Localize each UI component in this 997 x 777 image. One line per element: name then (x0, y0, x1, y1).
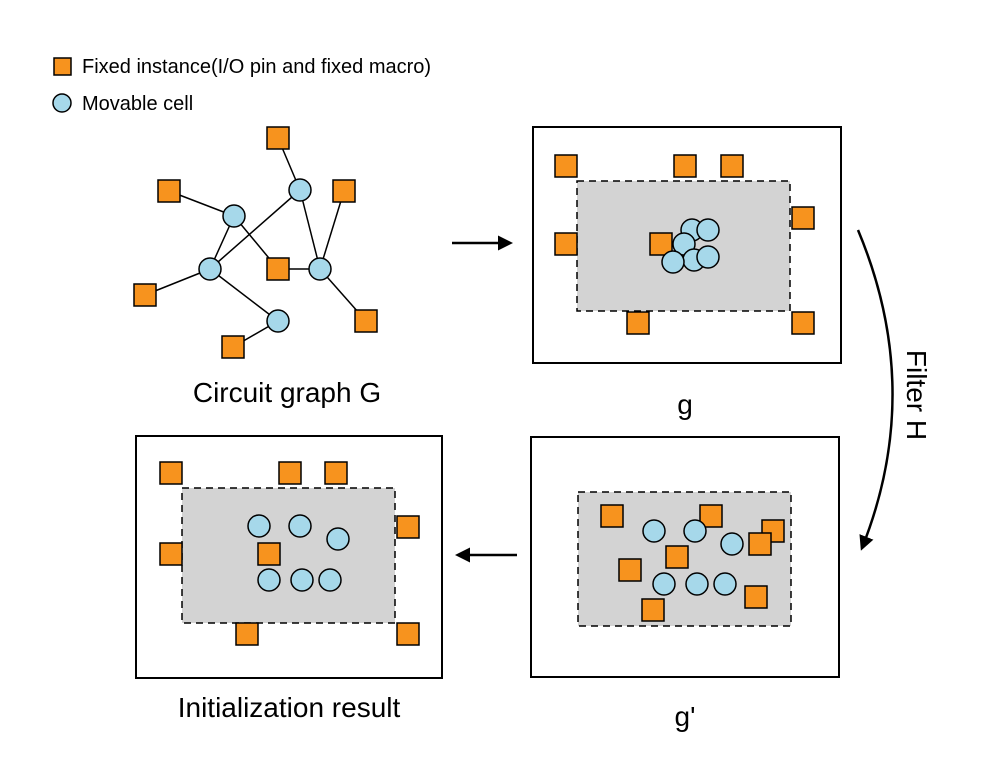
movable-cell (683, 519, 707, 543)
fixed-instance (159, 461, 183, 485)
panel-g-prime: g' (530, 436, 840, 732)
movable-cell (642, 519, 666, 543)
caption-circuit-graph: Circuit graph G (193, 377, 381, 408)
movable-cell (713, 572, 737, 596)
movable-cell (288, 514, 312, 538)
panel-init: Initialization result (135, 435, 443, 723)
fixed-node (133, 283, 157, 307)
movable-node (222, 204, 246, 228)
fixed-instance (600, 504, 624, 528)
fixed-node (266, 257, 290, 281)
panel-g: g (532, 126, 842, 420)
fixed-instance (554, 232, 578, 256)
caption-init: Initialization result (178, 692, 401, 723)
movable-cell (318, 568, 342, 592)
placement-region (181, 487, 396, 624)
fixed-node (157, 179, 181, 203)
filter-arrow (856, 229, 894, 551)
circuit-graph: Circuit graph G (133, 126, 381, 408)
movable-cell (652, 572, 676, 596)
fixed-instance (744, 585, 768, 609)
movable-cell (696, 245, 720, 269)
fixed-instance (720, 154, 744, 178)
fixed-instance (673, 154, 697, 178)
graph-movable-nodes (198, 178, 332, 333)
legend-fixed-icon (53, 57, 72, 76)
legend-movable-icon (52, 93, 72, 113)
fixed-instance (665, 545, 689, 569)
movable-cell (661, 250, 685, 274)
movable-cell (720, 532, 744, 556)
fixed-instance (396, 515, 420, 539)
fixed-instance (554, 154, 578, 178)
movable-node (266, 309, 290, 333)
fixed-instance (324, 461, 348, 485)
fixed-node (221, 335, 245, 359)
movable-cell (326, 527, 350, 551)
movable-cell (685, 572, 709, 596)
fixed-instance (257, 542, 281, 566)
fixed-instance (235, 622, 259, 646)
movable-node (198, 257, 222, 281)
graph-fixed-nodes (133, 126, 378, 359)
movable-node (288, 178, 312, 202)
fixed-instance (641, 598, 665, 622)
fixed-instance (159, 542, 183, 566)
fixed-instance (699, 504, 723, 528)
filter-label: Filter H (901, 350, 932, 440)
fixed-node (332, 179, 356, 203)
fixed-node (266, 126, 290, 150)
fixed-instance (396, 622, 420, 646)
fixed-instance (278, 461, 302, 485)
movable-cell (247, 514, 271, 538)
fixed-node (354, 309, 378, 333)
fixed-instance (791, 311, 815, 335)
fixed-instance (649, 232, 673, 256)
fixed-instance (748, 532, 772, 556)
fixed-instance (791, 206, 815, 230)
legend-movable-label: Movable cell (82, 93, 193, 115)
caption-g: g (677, 389, 693, 420)
legend-fixed-label: Fixed instance(I/O pin and fixed macro) (82, 56, 431, 78)
movable-cell (290, 568, 314, 592)
movable-cell (696, 218, 720, 242)
movable-cell (257, 568, 281, 592)
fixed-instance (626, 311, 650, 335)
movable-node (308, 257, 332, 281)
fixed-instance (618, 558, 642, 582)
legend: Fixed instance(I/O pin and fixed macro) … (52, 56, 431, 115)
caption-g-prime: g' (675, 701, 696, 732)
